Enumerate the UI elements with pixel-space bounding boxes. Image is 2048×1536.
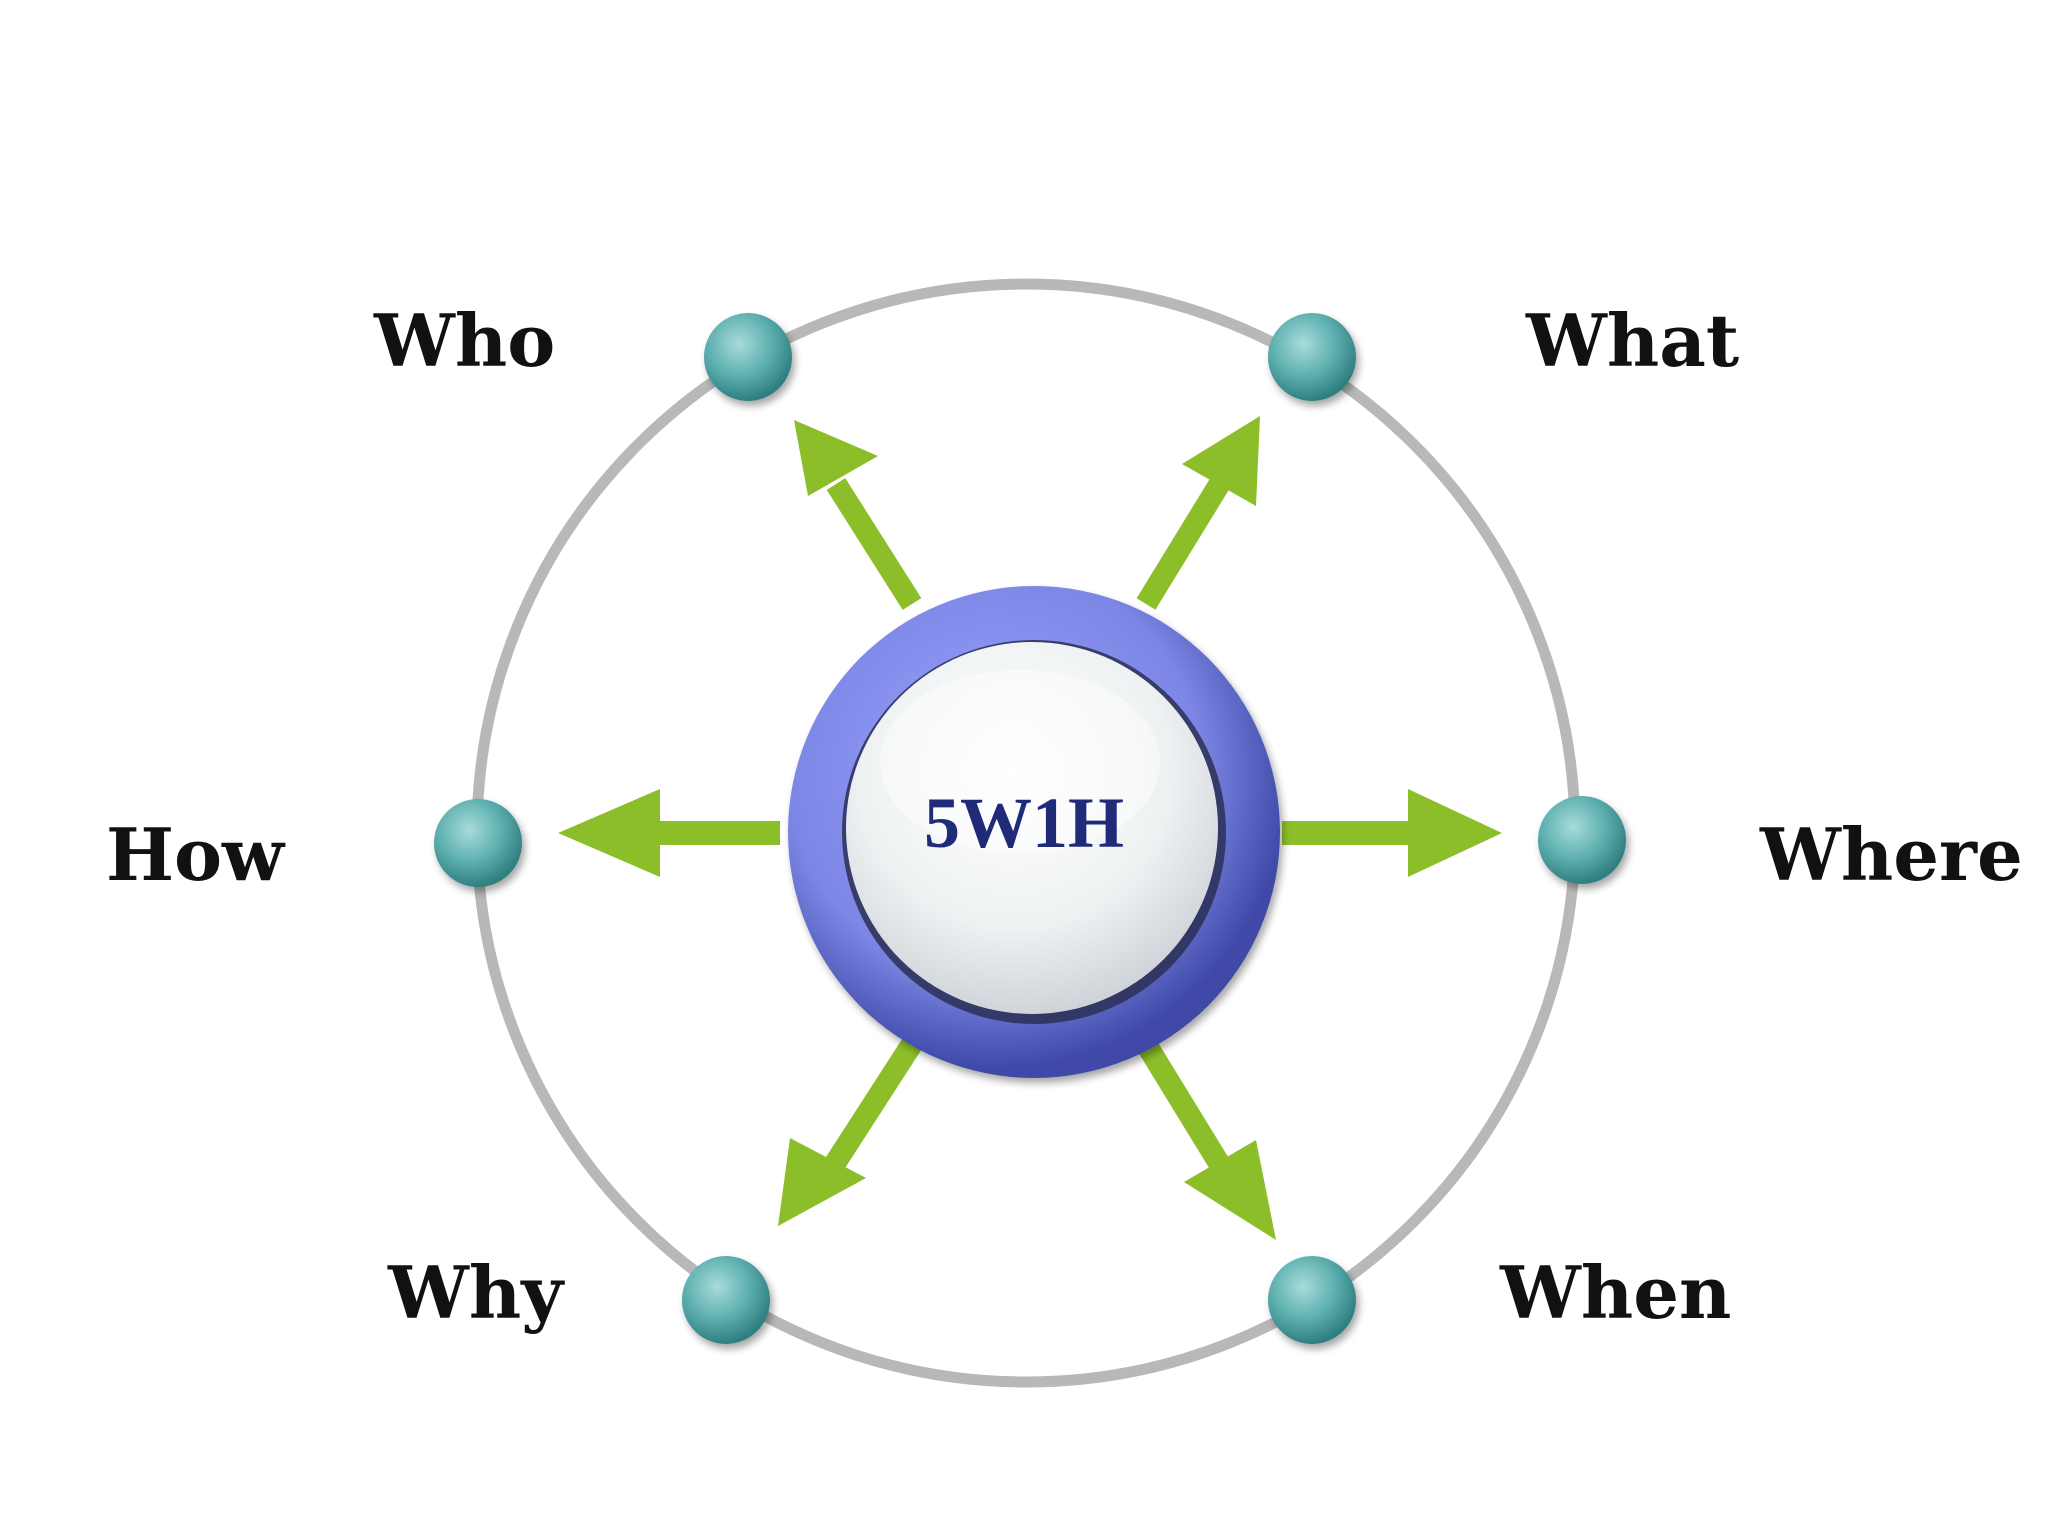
arrows: [558, 416, 1502, 1240]
label-when: When: [1499, 1250, 1731, 1335]
node-how: [434, 799, 522, 887]
center-label: 5W1H: [924, 783, 1124, 863]
label-why: Why: [387, 1250, 565, 1335]
arrow-who: [794, 420, 922, 610]
arrow-when: [1136, 1038, 1276, 1240]
label-where: Where: [1759, 812, 2023, 897]
labels: Who What How Where Why When: [106, 298, 2023, 1335]
arrow-what: [1136, 416, 1260, 610]
arrow-how: [558, 789, 780, 877]
arrow-where: [1282, 789, 1502, 877]
node-what: [1268, 313, 1356, 401]
center-hub: 5W1H: [788, 586, 1280, 1078]
node-who: [704, 313, 792, 401]
arrow-why: [778, 1038, 922, 1226]
center-hub-face: [846, 642, 1218, 1014]
node-when: [1268, 1256, 1356, 1344]
node-why: [682, 1256, 770, 1344]
orbit-nodes: [434, 313, 1626, 1344]
label-how: How: [106, 812, 286, 897]
node-where: [1538, 796, 1626, 884]
label-what: What: [1525, 298, 1739, 383]
label-who: Who: [373, 298, 555, 383]
